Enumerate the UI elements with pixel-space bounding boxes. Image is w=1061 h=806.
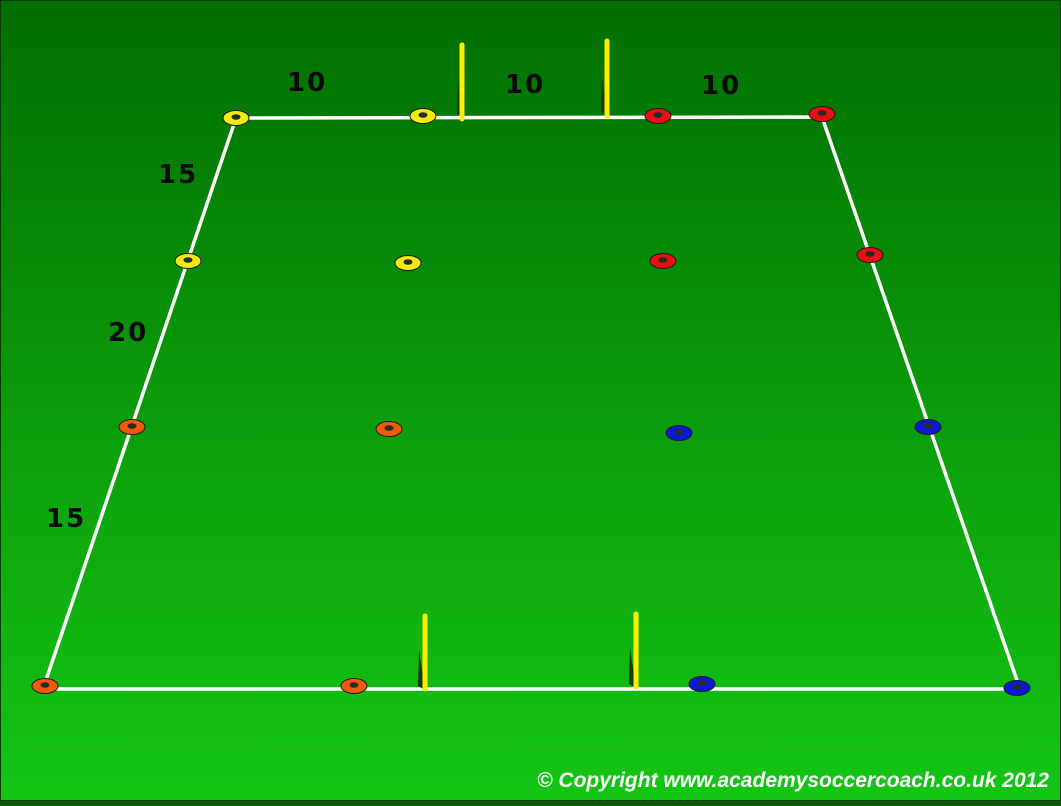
- cone-hole: [674, 429, 684, 435]
- cone-yellow-inner: [394, 255, 422, 271]
- cone-blue-bottom-right-corner: [1003, 680, 1031, 696]
- cone-yellow-top-left-corner: [222, 110, 250, 126]
- copyright-text: © Copyright www.academysoccercoach.co.uk…: [537, 769, 1049, 792]
- distance-label-top-right: 10: [701, 71, 741, 101]
- cones-layer: [31, 106, 1031, 696]
- cone-hole: [349, 682, 359, 688]
- distance-label-left-lower: 15: [46, 504, 86, 534]
- cone-hole: [923, 423, 933, 429]
- cone-blue-right-edge: [914, 419, 942, 435]
- cone-hole: [658, 257, 668, 263]
- cone-hole: [697, 680, 707, 686]
- pole-bottom-left: [418, 613, 428, 692]
- cone-hole: [40, 682, 50, 688]
- cone-hole: [183, 257, 193, 263]
- cone-hole: [403, 259, 413, 265]
- pole-bottom-right: [629, 611, 639, 690]
- cone-red-inner: [649, 253, 677, 269]
- cone-red-top-right-corner: [808, 106, 836, 122]
- pole-top-right: [601, 38, 610, 119]
- cone-hole: [384, 425, 394, 431]
- cone-orange-bottom-left-corner: [31, 678, 59, 694]
- cone-blue-bottom-edge: [688, 676, 716, 692]
- cone-orange-bottom-edge: [340, 678, 368, 694]
- cone-red-top-edge: [644, 108, 672, 124]
- cone-hole: [1012, 684, 1022, 690]
- cone-hole: [865, 251, 875, 257]
- cone-hole: [231, 114, 241, 120]
- cone-red-right-edge: [856, 247, 884, 263]
- cone-yellow-top-edge: [409, 108, 437, 124]
- cone-orange-inner: [375, 421, 403, 437]
- cone-hole: [127, 423, 137, 429]
- cone-hole: [817, 110, 827, 116]
- pole-top-left: [457, 42, 465, 122]
- cone-hole: [653, 112, 663, 118]
- cone-orange-left-edge: [118, 419, 146, 435]
- cone-hole: [418, 112, 428, 118]
- cone-yellow-left-edge: [174, 253, 202, 269]
- distance-label-left-middle: 20: [108, 318, 148, 348]
- cone-blue-inner: [665, 425, 693, 441]
- distance-label-top-middle: 10: [505, 70, 545, 100]
- distance-label-top-left: 10: [287, 68, 327, 98]
- distance-label-left-upper: 15: [158, 160, 198, 190]
